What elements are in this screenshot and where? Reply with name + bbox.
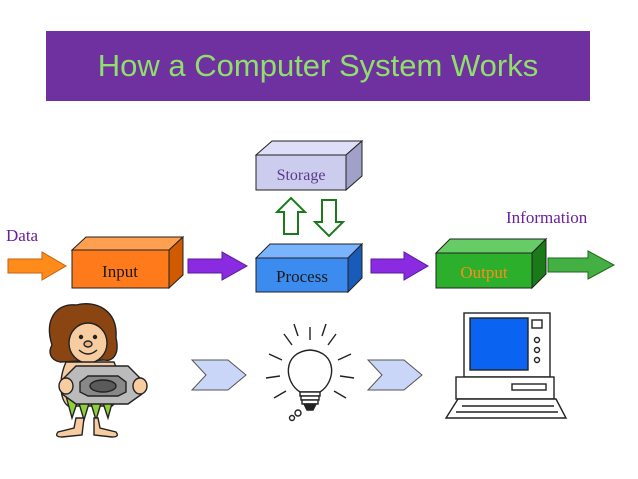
storage-box: Storage — [254, 139, 364, 192]
information-arrow — [547, 250, 616, 280]
output-label: Output — [460, 263, 508, 282]
input-label: Input — [102, 262, 138, 281]
process-to-output-arrow — [370, 251, 429, 281]
information-label: Information — [506, 208, 588, 227]
process-box: Process — [254, 242, 364, 294]
storage-label: Storage — [277, 167, 326, 184]
caveman-holding-disk-icon — [48, 303, 148, 438]
process-label: Process — [276, 267, 328, 286]
down-arrow — [312, 199, 346, 238]
computer-icon — [444, 312, 568, 419]
input-to-process-arrow — [187, 251, 249, 281]
title-banner: How a Computer System Works — [46, 31, 590, 101]
chevron-arrow-icon — [190, 359, 247, 391]
output-box: Output — [434, 237, 548, 290]
input-box: Input — [70, 235, 185, 290]
page-title: How a Computer System Works — [97, 48, 539, 83]
lightbulb-icon — [265, 323, 355, 422]
data-arrow — [7, 251, 67, 281]
data-label: Data — [6, 226, 39, 245]
up-arrow — [274, 196, 308, 235]
chevron-arrow-icon — [366, 359, 423, 391]
